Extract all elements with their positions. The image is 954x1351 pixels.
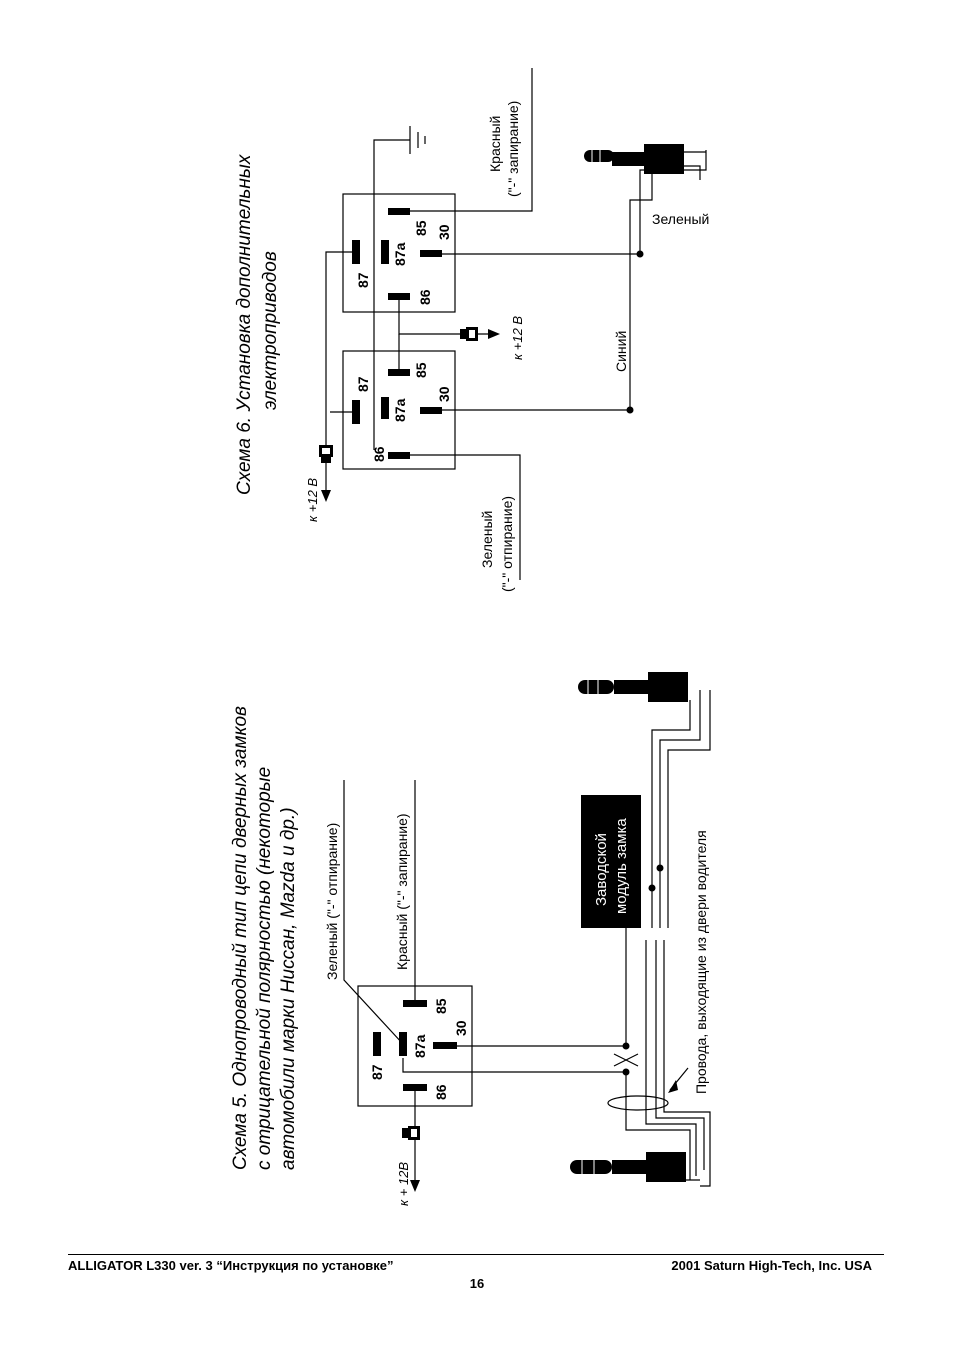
- actuator-icon: [584, 144, 706, 180]
- scheme6-junction-green: [636, 250, 644, 258]
- scheme6-lower-pin-86: 86: [371, 446, 387, 462]
- scheme5-title: Схема 5. Однопроводный тип цепи дверных …: [230, 706, 299, 1170]
- scheme5-wires-label: Провода, выходящие из двери водителя: [693, 830, 709, 1094]
- scheme6-title-line1: Схема 6. Установка дополнительных: [234, 153, 255, 495]
- scheme5-junction-bottom: [622, 1068, 630, 1076]
- scheme6-green-line2: ("-" отпирание): [499, 496, 515, 592]
- scheme6-upper-pin-85: 85: [413, 220, 429, 236]
- scheme5-junction-a: [648, 884, 656, 892]
- page-number: 16: [469, 1276, 485, 1291]
- scheme6-upper-pin-86: 86: [417, 289, 433, 305]
- cut-mark-icon: [613, 1053, 639, 1067]
- scheme6-lower-pin-87a: 87a: [392, 398, 408, 422]
- actuator-icon: [578, 672, 688, 702]
- fuse-icon: [319, 445, 333, 463]
- scheme6-green-line1: Зеленый: [479, 511, 495, 568]
- scheme6-wires: [321, 68, 707, 580]
- scheme6-plus12-left: к +12 В: [305, 478, 320, 522]
- scheme6-title-line2: электроприводов: [260, 251, 281, 410]
- scheme5-green-label: Зеленый ("-" отпирание): [324, 823, 340, 980]
- footer-left: ALLIGATOR L330 ver. 3 “Инструкция по уст…: [68, 1258, 394, 1273]
- scheme5-title-line2: с отрицательной полярностью (некоторые: [254, 767, 275, 1170]
- scheme5-pin-86: 86: [433, 1084, 449, 1100]
- scheme5-pin-85: 85: [433, 998, 449, 1014]
- scheme6-upper-pin-87: 87: [355, 272, 371, 288]
- scheme5-pin-87: 87: [369, 1064, 385, 1080]
- wire-bundle-ellipse: [607, 1095, 669, 1111]
- actuator-icon: [570, 1152, 686, 1182]
- scheme5-junction-top: [622, 1042, 630, 1050]
- scheme6-red-line2: ("-" запирание): [505, 101, 521, 197]
- scheme6-upper-pin-30: 30: [436, 224, 452, 240]
- module-line2: модуль замка: [613, 818, 630, 914]
- scheme5-wires: [343, 690, 711, 1192]
- scheme6-lower-pin-87: 87: [355, 376, 371, 392]
- module-line1: Заводской: [593, 833, 610, 906]
- fuse-icon: [402, 1126, 420, 1140]
- scheme6-blue-label: Синий: [613, 331, 629, 372]
- scheme5-pin-87a: 87a: [412, 1034, 428, 1058]
- scheme5-title-line1: Схема 5. Однопроводный тип цепи дверных …: [230, 706, 251, 1170]
- scheme5-plus12: к + 12В: [396, 1162, 411, 1206]
- scheme6-lower-pin-30: 30: [436, 386, 452, 402]
- scheme6-title: Схема 6. Установка дополнительных электр…: [234, 153, 281, 495]
- scheme6-lower-pin-85: 85: [413, 362, 429, 378]
- scheme6-junction-blue: [626, 406, 634, 414]
- scheme6-upper-pin-87a: 87a: [392, 242, 408, 266]
- footer-rule: [68, 1254, 884, 1255]
- fuse-icon: [460, 327, 478, 341]
- factory-lock-module: [581, 795, 641, 928]
- scheme5-pin-30: 30: [453, 1020, 469, 1036]
- scheme6-plus12-right: к +12 В: [510, 316, 525, 360]
- scheme5-red-label: Красный ("-" запирание): [394, 813, 410, 970]
- footer-right: 2001 Saturn High-Tech, Inc. USA: [671, 1258, 872, 1273]
- scheme5-title-line3: автомобили марки Ниссан, Mazda и др.): [278, 807, 299, 1170]
- scheme5-junction-b: [656, 864, 664, 872]
- scheme6-green-wire-label: Зеленый: [652, 211, 709, 227]
- scheme6-red-line1: Красный: [487, 116, 503, 172]
